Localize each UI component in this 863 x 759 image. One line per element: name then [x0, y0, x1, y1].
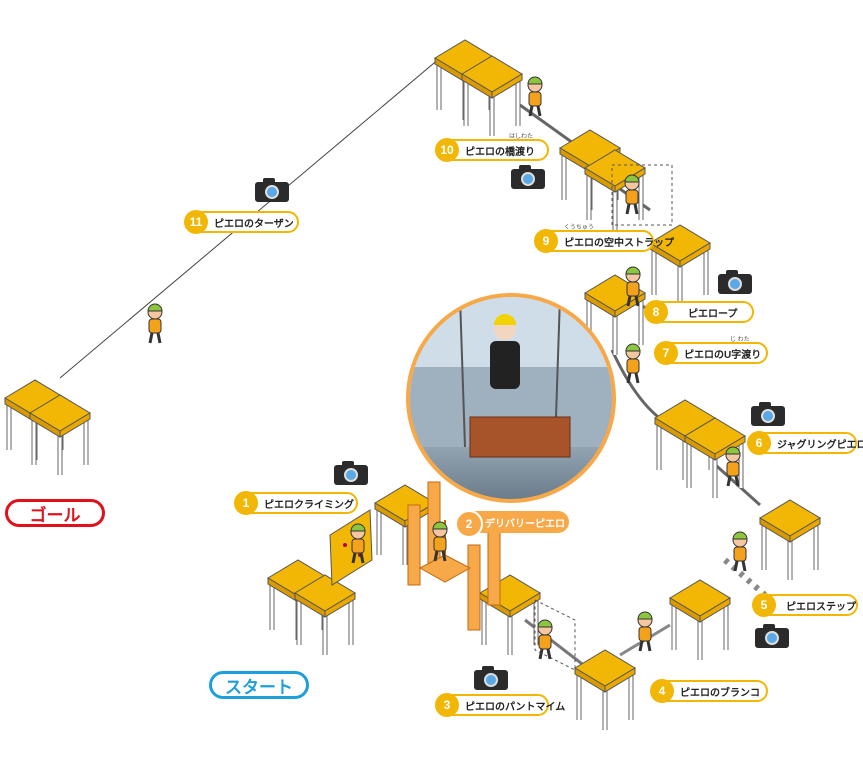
station-10-label: 10 はしわた ピエロの橋渡り [435, 134, 549, 162]
station-number: 6 [747, 431, 771, 455]
station-6-label: 6 ジャグリングピエロ [747, 431, 863, 455]
net-ladder-9 [611, 164, 673, 226]
station-name: ピエロステップ [786, 601, 856, 613]
station-7-label: 7 じ わた ピエロのU字渡り [654, 337, 768, 365]
station-1-label: 1 ピエロクライミング [234, 491, 358, 515]
camera-icon [334, 459, 368, 485]
activity-photo [406, 293, 616, 503]
station-name: ピエロープ [688, 308, 738, 320]
station-ruby: じ わた [730, 337, 750, 343]
station-number: 3 [435, 693, 459, 717]
station-name: デリバリーピエロ [485, 518, 565, 530]
station-name: ピエロのU字渡り [684, 349, 762, 361]
station-number: 2 [455, 510, 483, 538]
start-badge: スタート [209, 671, 309, 699]
camera-icon [511, 163, 545, 189]
goal-badge: ゴール [5, 499, 105, 527]
camera-icon [255, 176, 289, 202]
station-number: 7 [654, 341, 678, 365]
station-3-label: 3 ピエロのパントマイム [435, 693, 565, 717]
platform-1 [375, 485, 435, 565]
camera-icon [751, 400, 785, 426]
station-name: ピエロのパントマイム [465, 701, 566, 713]
station-ruby: はしわた [509, 134, 534, 140]
platform-5 [760, 500, 820, 580]
station-name: ジャグリングピエロ [777, 439, 863, 451]
station-number: 11 [184, 210, 208, 234]
station-number: 1 [234, 491, 258, 515]
station-9-label: 9 くうちゅう ピエロの空中ストラップ [534, 225, 674, 253]
station-ruby: くうちゅう [564, 225, 594, 231]
station-name: ピエロの橋渡り [465, 146, 535, 158]
station-number: 4 [650, 679, 674, 703]
station-name: ピエロのブランコ [680, 687, 760, 699]
station-8-label: 8 ピエロープ [644, 300, 754, 324]
climbing-wall [329, 509, 373, 586]
camera-icon [718, 268, 752, 294]
station-name: ピエロクライミング [264, 499, 354, 511]
station-5-label: 5 ピエロステップ [752, 593, 858, 617]
station-2-label: 2 デリバリーピエロ [455, 510, 569, 538]
platform-3 [575, 650, 635, 730]
zipline-rider [146, 302, 164, 345]
station-number: 5 [752, 593, 776, 617]
station-name: ピエロの空中ストラップ [564, 237, 674, 249]
camera-icon [755, 622, 789, 648]
station-11-label: 11 ピエロのターザン [184, 210, 299, 234]
station-name: ピエロのターザン [214, 218, 294, 230]
station-number: 8 [644, 300, 668, 324]
platform-4 [670, 580, 730, 660]
net-3 [534, 599, 576, 671]
station-4-label: 4 ピエロのブランコ [650, 679, 768, 703]
station-number: 9 [534, 229, 558, 253]
camera-icon [474, 664, 508, 690]
station-number: 10 [435, 138, 459, 162]
